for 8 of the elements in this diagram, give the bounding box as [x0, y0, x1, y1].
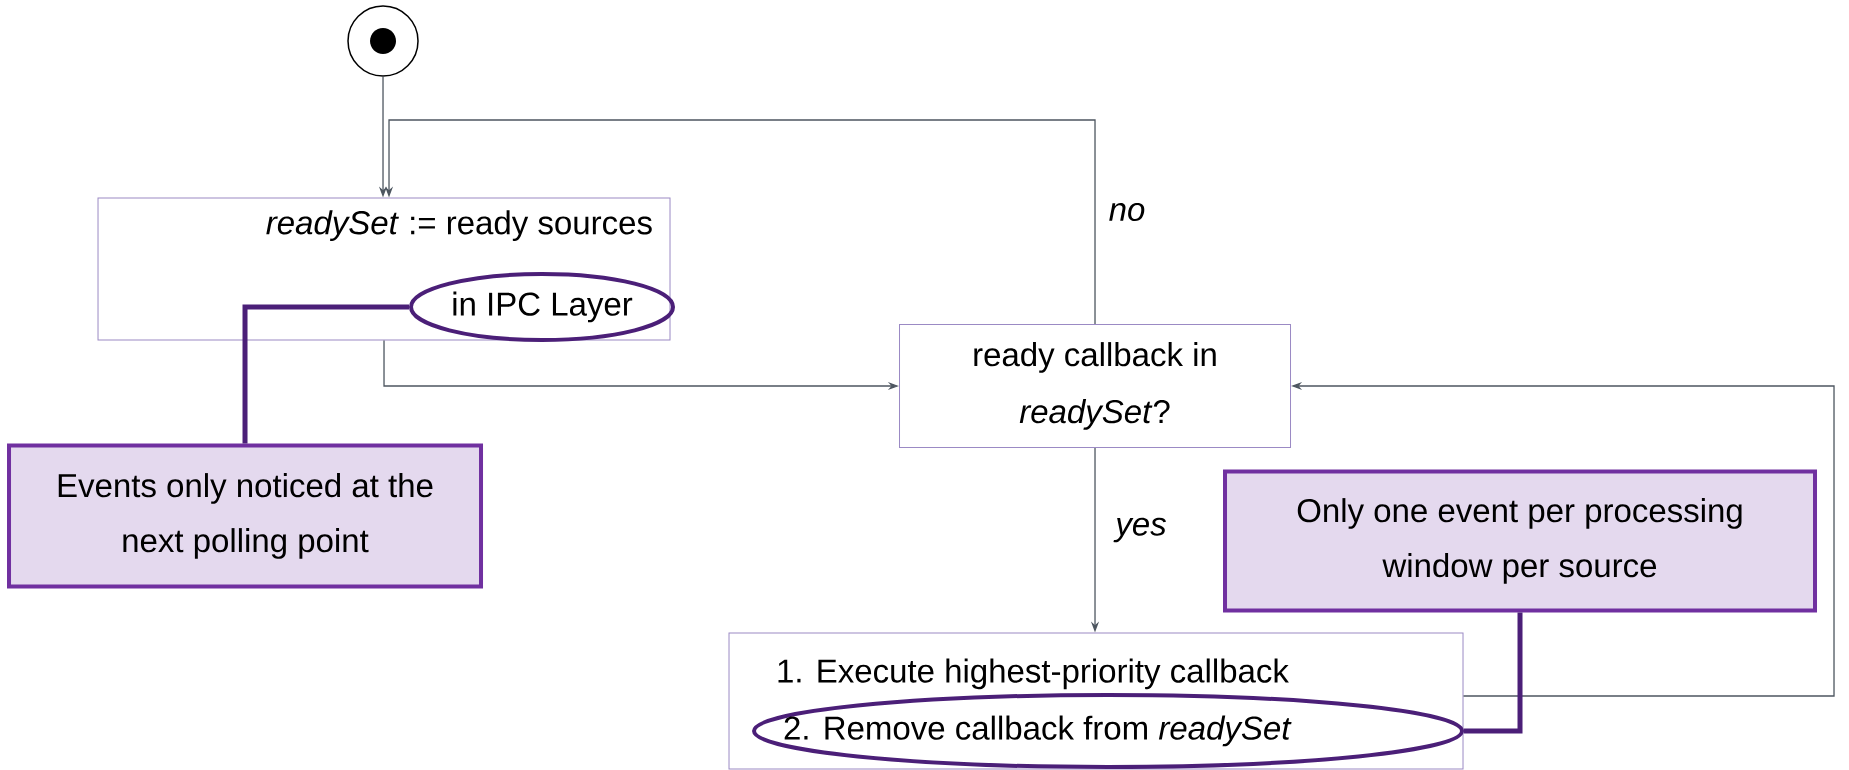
edge-label: no [1106, 200, 1148, 223]
start-node-icon [347, 5, 419, 77]
note-box: Events only noticed at the next polling point [7, 443, 483, 589]
edge-label: yes [1113, 515, 1169, 545]
note-box: Only one event per processing window per source [1223, 469, 1817, 613]
decision-box: ready callback in readySet? [899, 324, 1291, 448]
leader-line [1464, 612, 1523, 734]
leader-line [242, 304, 409, 444]
